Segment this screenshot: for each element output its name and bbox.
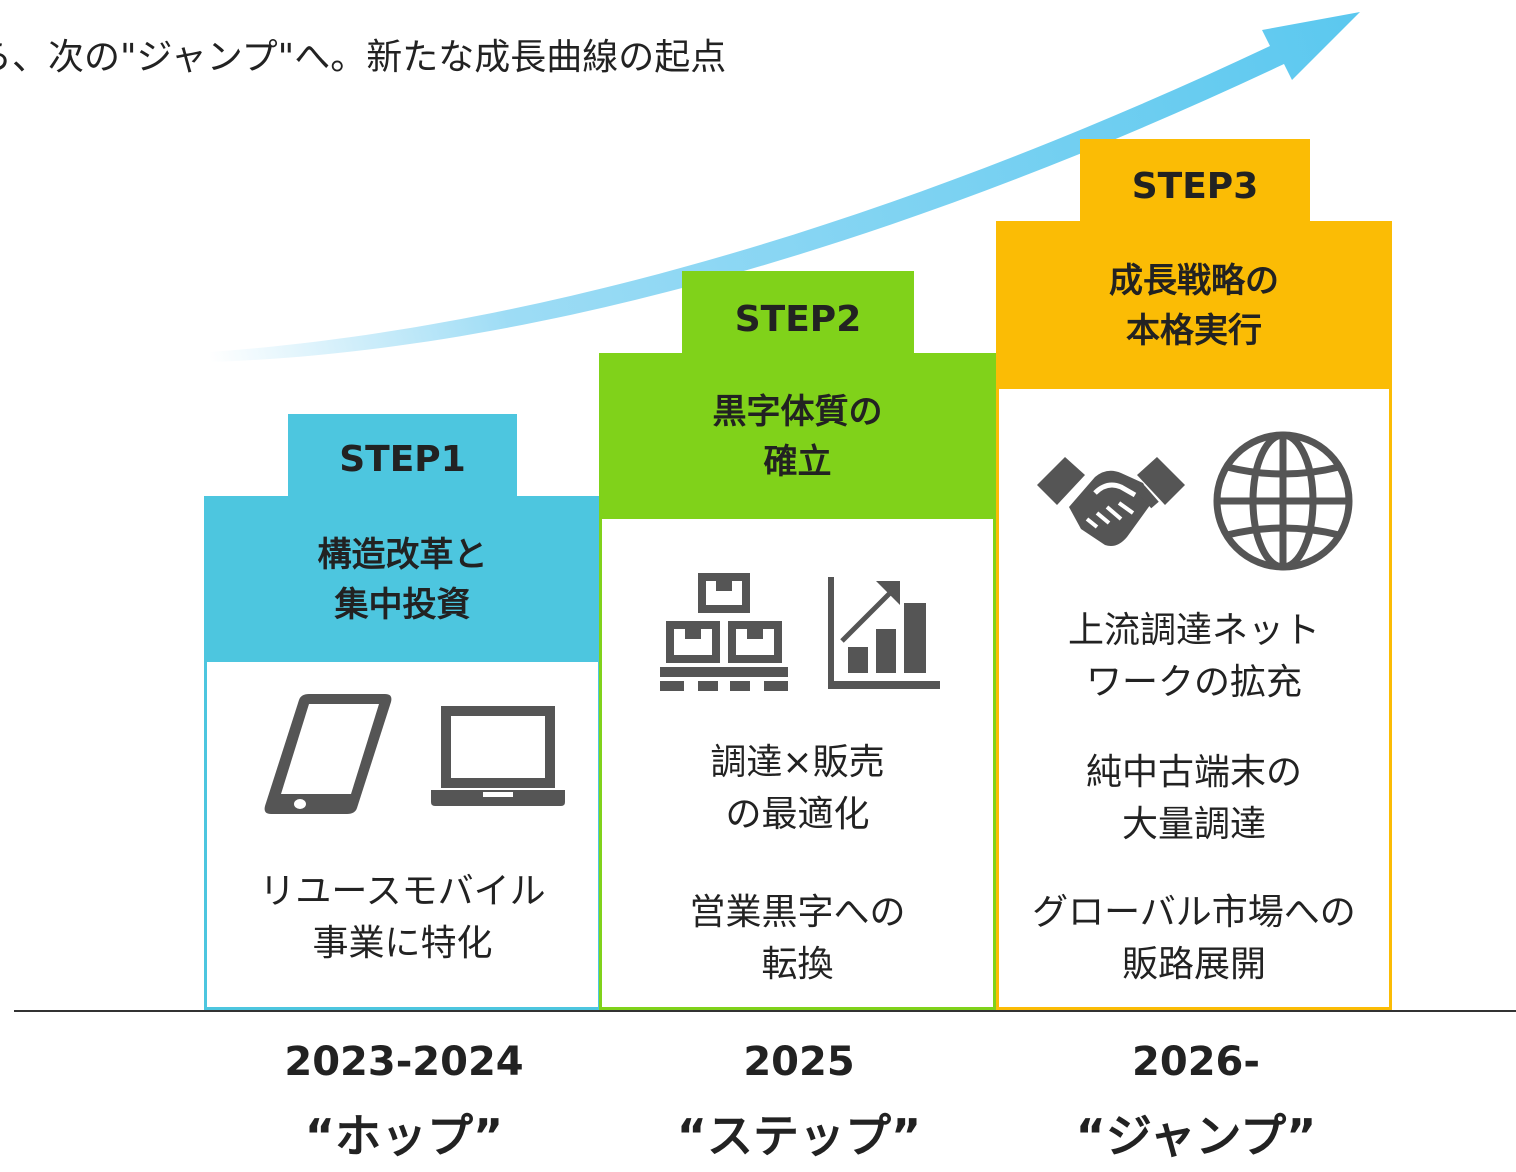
step2-text-1-line2: の最適化 [725, 794, 870, 835]
step3-tab: STEP3 [1080, 139, 1310, 223]
step3-text-1-line1: 上流調達ネット [1067, 610, 1320, 651]
step2-title-band: 黒字体質の 確立 [599, 353, 996, 521]
step2-text-2-line1: 営業黒字への [689, 892, 906, 933]
step1-title-band: 構造改革と 集中投資 [204, 496, 601, 664]
step2-text-1-line1: 調達×販売 [710, 742, 885, 783]
step2-text-block-1: 調達×販売 の最適化 [602, 737, 993, 841]
step1-tab-label: STEP1 [339, 439, 466, 480]
headline: ら、次の"ジャンプ"へ。新たな成長曲線の起点 [0, 28, 1000, 88]
step3-text-3-line2: 販路展開 [1121, 944, 1266, 985]
step3-title-band: 成長戦略の 本格実行 [996, 221, 1392, 391]
step3-text-block-3: グローバル市場への 販路展開 [999, 887, 1389, 991]
step2-title-line1: 黒字体質の [712, 392, 883, 432]
step2-text-2-line2: 転換 [761, 944, 834, 985]
step1-year: 2023-2024 [284, 1039, 524, 1085]
step3-text-1-line2: ワークの拡充 [1085, 662, 1302, 703]
step2-phase: “ステップ” [676, 1109, 922, 1163]
smartphone-icon [264, 694, 392, 814]
step2-tab: STEP2 [682, 271, 914, 355]
step3-text-3-line1: グローバル市場への [1032, 892, 1356, 933]
step3-body: 上流調達ネット ワークの拡充 純中古端末の 大量調達 グローバル市場への 販路展… [996, 389, 1392, 1010]
step2-text-block-2: 営業黒字への 転換 [602, 887, 993, 991]
step1-title-line1: 構造改革と [317, 535, 488, 575]
handshake-icon [1037, 457, 1185, 546]
step1-text-1-line2: 事業に特化 [312, 923, 493, 964]
headline-text: ら、次の"ジャンプ"へ。新たな成長曲線の起点 [0, 37, 727, 78]
step3-phase: “ジャンプ” [1075, 1109, 1317, 1163]
inventory-boxes-icon [660, 573, 788, 691]
step3-text-block-2: 純中古端末の 大量調達 [999, 747, 1389, 851]
step1-phase: “ホップ” [304, 1109, 504, 1163]
step3-tab-label: STEP3 [1131, 166, 1259, 207]
step3-text-2-line2: 大量調達 [1121, 804, 1266, 845]
step1-text-1-line1: リユースモバイル [259, 871, 546, 912]
step2-body: 調達×販売 の最適化 営業黒字への 転換 [599, 519, 996, 1010]
step3-text-2-line1: 純中古端末の [1085, 752, 1302, 793]
timeline-baseline [14, 1010, 1516, 1012]
step1-text-block-1: リユースモバイル 事業に特化 [207, 866, 598, 970]
step2-tab-label: STEP2 [734, 299, 862, 340]
step2-year: 2025 [743, 1039, 855, 1085]
step3-title-line1: 成長戦略の [1109, 261, 1279, 301]
globe-icon [1213, 431, 1353, 571]
step1-body: リユースモバイル 事業に特化 [204, 662, 601, 1010]
step2-title-line2: 確立 [763, 442, 832, 482]
growth-chart-icon [828, 577, 940, 689]
step1-tab: STEP1 [288, 414, 517, 498]
step3-title-line2: 本格実行 [1126, 311, 1262, 351]
laptop-icon [431, 706, 565, 806]
step3-text-block-1: 上流調達ネット ワークの拡充 [999, 605, 1389, 709]
step1-title-line2: 集中投資 [334, 585, 471, 625]
step3-year: 2026- [1132, 1039, 1260, 1085]
